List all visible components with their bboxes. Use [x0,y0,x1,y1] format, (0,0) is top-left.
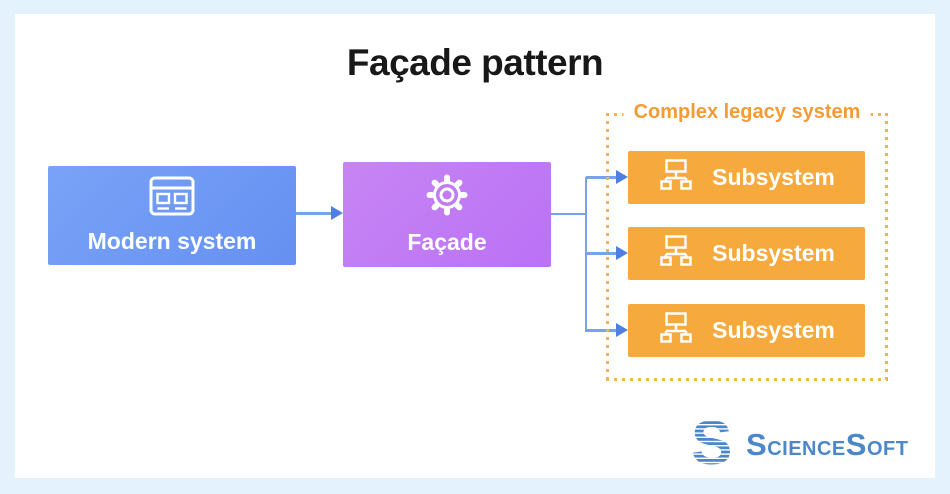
subsystem-label: Subsystem [712,240,835,266]
logo-text-part: CIENCE [767,437,846,460]
subsystem-label: Subsystem [712,164,835,190]
sitemap-icon [658,234,694,273]
legacy-border-left [606,113,609,381]
logo-text-part: S [845,426,867,462]
subsystem-box-1: Subsystem [628,151,865,204]
logo-text-part: S [746,426,768,462]
subsystem-box-2: Subsystem [628,227,865,280]
svg-text:S: S [691,417,732,467]
arrow-subsystem-2-line [586,252,618,255]
arrow-modern-facade-line [296,212,332,215]
connector-stub [551,213,587,215]
arrow-subsystem-3-head [616,323,628,337]
logo-text-part: OFT [866,437,909,460]
arrow-subsystem-2-head [616,246,628,260]
browser-window-icon [149,176,195,221]
facade-box: Façade [343,162,551,267]
facade-label: Façade [407,229,487,255]
arrow-subsystem-3-line [586,329,618,332]
modern-system-box: Modern system [48,166,296,265]
striped-s-logo-mark: S [690,409,734,478]
sitemap-icon [658,158,694,197]
subsystem-label: Subsystem [712,317,835,343]
arrow-modern-facade-head [331,206,343,220]
legacy-border-bottom [606,378,888,381]
modern-system-label: Modern system [87,228,257,254]
arrow-subsystem-1-head [616,170,628,184]
arrow-subsystem-1-line [586,176,618,179]
legacy-system-label: Complex legacy system [623,101,871,124]
gear-icon [425,173,469,222]
sitemap-icon [658,311,694,350]
subsystem-box-3: Subsystem [628,304,865,357]
legacy-border-right [885,113,888,381]
page-title: Façade pattern [346,42,604,83]
